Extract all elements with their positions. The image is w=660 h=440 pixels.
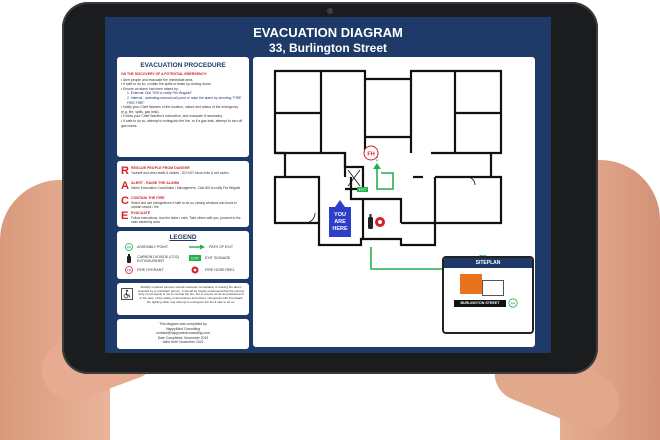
you-are-here-pointer <box>335 200 345 207</box>
diagram-title: EVACUATION DIAGRAM <box>253 25 403 40</box>
assembly-point-symbol-text: AA <box>127 245 132 249</box>
siteplan-assembly-text: AA <box>510 301 516 305</box>
credits-line: contact@happymindconsulting.com <box>156 331 210 336</box>
co2-extinguisher-marker <box>368 217 373 229</box>
exit-sign-symbol-text: EXIT <box>191 257 199 261</box>
fire-hydrant-marker <box>363 145 379 161</box>
are-text: ARE <box>334 219 346 225</box>
diagram-address: 33, Burlington Street <box>268 41 387 55</box>
siteplan-assembly-point-icon: AA <box>508 298 518 308</box>
co2-extinguisher-icon <box>127 254 131 263</box>
siteplan-building <box>460 274 482 294</box>
procedure-line: • If safe to do so, contain fire spills … <box>121 82 212 87</box>
credits-line: HappyMind Consulting <box>165 326 201 331</box>
procedure-panel: EVACUATION PROCEDURE ON THE DISCOVERY OF… <box>117 57 249 157</box>
wheelchair-icon <box>121 288 133 300</box>
building-walls <box>273 69 503 247</box>
race-letter: E <box>121 210 129 222</box>
race-heading: CONTAIN THE FIRE <box>131 196 165 200</box>
procedure-line: 1. External: Dial "000 to notify Fire Br… <box>127 91 193 96</box>
exit-route-arrowhead-2 <box>373 163 381 169</box>
exit-sign-text: EXIT <box>359 188 367 192</box>
floorplan-drawing: FH EXIT YOU ARE HERE TO AA <box>273 69 503 276</box>
exit-route-line <box>376 165 394 190</box>
race-heading: EVACUATE <box>131 211 151 215</box>
credits-line: Date Completed: November 2019 <box>157 335 209 340</box>
legend-panel: LEGEND AA ASSEMBLY POINT PATH OF EXIT CA… <box>117 231 249 279</box>
here-text: HERE <box>332 226 348 232</box>
procedure-line: • If safe to do so, attempt to extinguis… <box>121 118 243 128</box>
fh-text: FH <box>367 152 374 158</box>
race-letter: R <box>121 165 129 177</box>
fire-hydrant-icon: FH <box>125 266 133 274</box>
procedure-list: • Alert people and evacuate the immediat… <box>121 78 245 129</box>
procedure-line: • Ensure an alarm has been raised by: <box>121 86 179 91</box>
green-arrow-icon <box>189 244 205 250</box>
legend-label-hydrant: FIRE HYDRANT <box>137 268 164 272</box>
siteplan-header: SITEPLAN <box>444 258 532 268</box>
credits-line: This diagram was completed by <box>159 322 207 326</box>
race-body: Yourself and other staffs & visitors - D… <box>131 170 229 175</box>
procedure-heading: EVACUATION PROCEDURE <box>140 62 226 69</box>
you-are-here-marker <box>329 207 351 237</box>
exit-route-to-assembly <box>370 247 467 270</box>
legend-label-co2: CARBON DIOXIDE (CO2) EXTINGUISHER <box>137 255 179 263</box>
fire-hose-reel-icon <box>191 266 199 274</box>
tablet-screen[interactable]: EVACUATION DIAGRAM 33, Burlington Street… <box>105 17 551 353</box>
mobility-text: Mobility impaired persons should evacuat… <box>137 285 245 304</box>
exit-sign-icon: EXIT <box>189 255 201 261</box>
legend-heading: LEGEND <box>169 234 197 241</box>
legend-label-assembly: ASSEMBLY POINT <box>137 245 169 249</box>
race-heading: ALERT - RAISE THE ALARM <box>131 181 180 185</box>
procedure-line: • Notify your Chief Warden of the locati… <box>121 105 239 114</box>
procedure-subheading: ON THE DISCOVERY OF A POTENTIAL EMERGENC… <box>121 72 208 76</box>
procedure-line: • Alert people and evacuate the immediat… <box>121 77 194 82</box>
procedure-line: 2. Internal - activating manual call poi… <box>127 95 242 105</box>
exit-sign-marker <box>357 187 368 192</box>
race-letter: A <box>121 180 129 192</box>
race-body: Inform Evacuation Coordinator / Manageme… <box>131 185 241 190</box>
procedure-line: • Follow your Chief Warden's instruction… <box>121 114 223 119</box>
credits-line: Valid Until: November 2021 <box>162 340 204 345</box>
mobility-panel: Mobility impaired persons should evacuat… <box>117 283 249 315</box>
you-text: YOU <box>334 212 346 218</box>
race-letter: C <box>121 195 129 207</box>
race-heading: RESCUE PEOPLE FROM DANGER <box>131 166 190 170</box>
siteplan-street: BURLINGTON STREET <box>454 300 506 307</box>
assembly-point-icon: AA <box>125 243 133 251</box>
siteplan-panel: SITEPLAN BURLINGTON STREET AA <box>442 256 534 334</box>
legend-label-path: PATH OF EXIT <box>209 245 234 249</box>
race-body: Follow instructions. Use the stairs / ex… <box>131 215 241 224</box>
fire-hydrant-symbol-text: FH <box>127 268 132 272</box>
race-body: Select and use extinguishers if safe to … <box>131 200 237 209</box>
legend-label-hose: FIRE HOSE REEL <box>205 268 235 272</box>
siteplan-neighbor-building <box>482 280 504 296</box>
legend-label-exit: EXIT SIGNAGE <box>205 256 231 260</box>
front-camera <box>327 8 333 14</box>
